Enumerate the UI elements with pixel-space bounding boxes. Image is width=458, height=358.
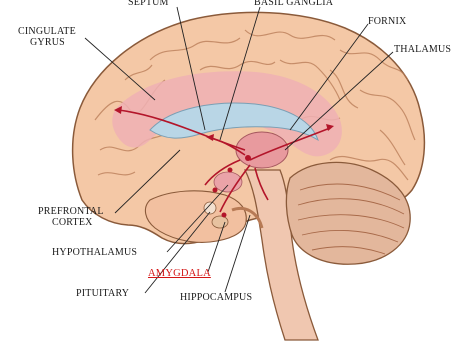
label-hippocampus: HIPPOCAMPUS — [180, 293, 252, 303]
label-prefrontal-cortex-1: PREFRONTAL — [38, 207, 104, 217]
label-hypothalamus: HYPOTHALAMUS — [52, 248, 137, 258]
label-cingulate-gyrus-2: GYRUS — [30, 38, 65, 48]
label-basal-ganglia: BASIL GANGLIA — [254, 0, 333, 8]
label-amygdala: AMYGDALA — [148, 269, 211, 279]
label-cingulate-gyrus-1: CINGULATE — [18, 27, 76, 37]
label-thalamus: THALAMUS — [394, 45, 451, 55]
label-fornix: FORNIX — [368, 17, 406, 27]
label-prefrontal-cortex-2: CORTEX — [52, 218, 93, 228]
label-pituitary: PITUITARY — [76, 289, 129, 299]
amygdala-region — [212, 216, 228, 228]
label-septum: SEPTUM — [128, 0, 169, 8]
